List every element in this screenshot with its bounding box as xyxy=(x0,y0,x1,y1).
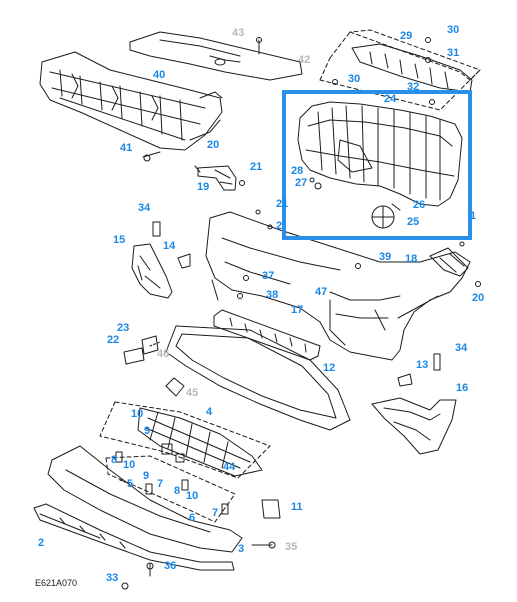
callout-10b: 10 xyxy=(123,459,136,471)
callout-30b: 30 xyxy=(348,73,361,85)
callout-32: 32 xyxy=(407,81,420,93)
callout-40: 40 xyxy=(153,69,166,81)
callout-8b: 8 xyxy=(174,485,181,497)
upper-grille xyxy=(297,101,463,207)
callout-21: 21 xyxy=(250,161,263,173)
callout-7b: 7 xyxy=(212,507,219,519)
callout-45: 45 xyxy=(186,387,199,399)
callout-11: 11 xyxy=(291,501,303,513)
callout-33: 33 xyxy=(106,572,119,584)
callout-35: 35 xyxy=(285,541,298,553)
callout-43: 43 xyxy=(232,27,245,39)
impact-beam xyxy=(39,51,223,151)
callout-34b: 34 xyxy=(455,342,468,354)
callout-3: 3 xyxy=(238,543,245,555)
callout-47: 47 xyxy=(315,286,328,298)
callout-38: 38 xyxy=(266,289,279,301)
callout-8: 8 xyxy=(111,454,118,466)
callout-39: 39 xyxy=(379,251,392,263)
callout-19: 19 xyxy=(197,181,210,193)
callout-16: 16 xyxy=(456,382,469,394)
side-bracket-left xyxy=(131,243,173,299)
upper-cover-panel xyxy=(129,31,303,81)
callout-15: 15 xyxy=(113,234,126,246)
corner-trim-right xyxy=(371,397,457,455)
lower-lip xyxy=(33,503,235,571)
lower-grille-strip xyxy=(213,309,321,361)
diagram-code: E621A070 xyxy=(35,578,78,588)
callout-5: 5 xyxy=(127,478,134,490)
callout-2: 2 xyxy=(38,537,45,549)
callout-10: 10 xyxy=(131,408,144,420)
callout-34: 34 xyxy=(138,202,151,214)
callout-26: 26 xyxy=(413,199,426,211)
bumper-cover xyxy=(205,211,471,361)
callout-37: 37 xyxy=(262,270,275,282)
callout-25: 25 xyxy=(407,216,420,228)
callout-28: 28 xyxy=(291,165,304,177)
callout-36: 36 xyxy=(164,560,177,572)
callout-14: 14 xyxy=(163,240,176,252)
callout-41: 41 xyxy=(120,142,133,154)
callout-4: 4 xyxy=(206,406,213,418)
callout-31: 31 xyxy=(447,47,460,59)
callout-24: 24 xyxy=(384,93,397,105)
callout-18: 18 xyxy=(405,253,418,265)
callout-27: 27 xyxy=(295,177,308,189)
callout-1: 1 xyxy=(470,210,477,222)
callout-22: 22 xyxy=(107,334,120,346)
callout-17: 17 xyxy=(291,304,304,316)
callout-21b: 21 xyxy=(276,198,289,210)
callout-20: 20 xyxy=(207,139,220,151)
upper-grille-bracket xyxy=(351,43,473,93)
callout-7: 7 xyxy=(157,478,164,490)
callout-46: 46 xyxy=(157,348,170,360)
callout-9b: 9 xyxy=(143,470,150,482)
lower-spoiler xyxy=(47,445,243,553)
lower-grille-mesh xyxy=(137,407,263,477)
callout-10c: 10 xyxy=(186,490,199,502)
callout-23: 23 xyxy=(117,322,130,334)
callout-13: 13 xyxy=(416,359,429,371)
callout-2b: 2 xyxy=(276,220,283,232)
callout-12: 12 xyxy=(323,362,336,374)
callout-20b: 20 xyxy=(472,292,485,304)
grille-surround-frame xyxy=(165,325,351,431)
callout-30: 30 xyxy=(447,24,460,36)
callout-29: 29 xyxy=(400,30,413,42)
callout-9: 9 xyxy=(144,425,151,437)
callout-42: 42 xyxy=(298,54,311,66)
callout-44: 44 xyxy=(223,461,236,473)
highlight-box xyxy=(282,90,472,240)
callout-6: 6 xyxy=(189,512,196,524)
